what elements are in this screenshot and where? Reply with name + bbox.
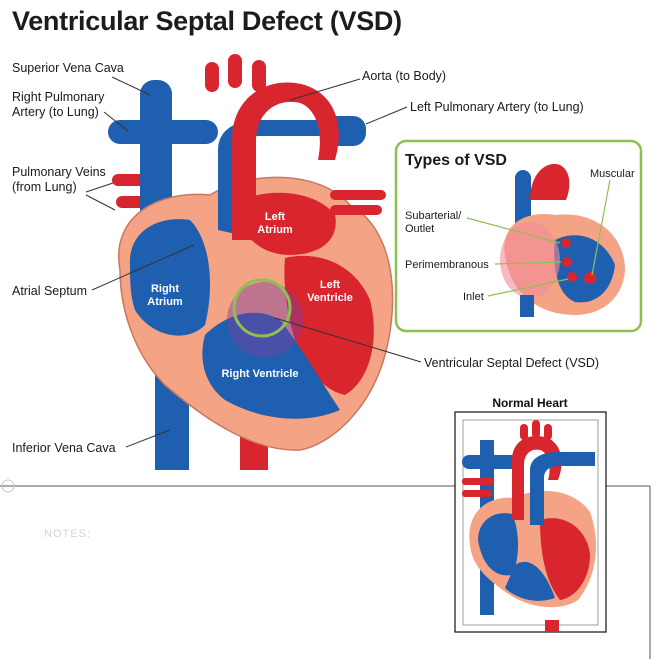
normal-right-atrium [478, 513, 518, 576]
label-right-pulmonary-artery-2: Artery (to Lung) [12, 105, 99, 119]
label-vsd: Ventricular Septal Defect (VSD) [424, 356, 599, 370]
aortic-branch-1 [205, 62, 219, 92]
type-label-subarterial-2: Outlet [405, 223, 434, 235]
normal-aortic-branch-3 [544, 424, 552, 440]
main-heart: Left Atrium Right Atrium Left Ventricle … [108, 54, 394, 470]
type-label-inlet: Inlet [463, 291, 484, 303]
notes-label: NOTES: [44, 528, 91, 540]
aorta-arch-vessel [232, 82, 339, 241]
normal-heart-inner-frame [462, 419, 599, 626]
right-atrium-label-2: Atrium [147, 296, 183, 308]
pulmonary-vein-right-2 [330, 205, 382, 215]
mini-defect-subarterial [561, 238, 571, 248]
leader-muscular [591, 179, 611, 276]
left-atrium-label-2: Atrium [257, 224, 293, 236]
right-atrium-chamber [129, 219, 210, 336]
leader-perimembranous [494, 261, 562, 265]
mini-ventricle [554, 235, 615, 303]
label-aorta: Aorta (to Body) [362, 69, 446, 83]
normal-left-ventricle [540, 518, 590, 600]
leader-vsd [274, 317, 422, 363]
right-ventricle-chamber [202, 312, 340, 419]
vsd-highlight-circle [232, 278, 292, 338]
type-label-subarterial-1: Subarterial/ [405, 210, 462, 222]
leader-inlet [487, 278, 569, 297]
label-superior-vena-cava: Superior Vena Cava [12, 61, 124, 75]
leader-right-pulmonary-artery [103, 111, 129, 132]
types-box-title: Types of VSD [405, 152, 507, 169]
normal-heart-inset [454, 411, 607, 633]
mini-defect-inlet [567, 272, 577, 282]
aortic-branch-3 [252, 60, 266, 92]
mini-highlight-region [500, 222, 560, 298]
pulmonary-vein-right-1 [330, 190, 386, 200]
normal-aortic-branch-1 [520, 424, 528, 440]
type-label-perimembranous: Perimembranous [405, 259, 489, 271]
left-ventricle-label-1: Left [320, 279, 341, 291]
normal-pulmonary-vein-1 [462, 478, 494, 485]
label-left-pulmonary-artery: Left Pulmonary Artery (to Lung) [410, 100, 584, 114]
mini-defect-perimembranous [562, 257, 572, 267]
normal-descending-aorta [545, 620, 559, 632]
normal-pulmonary-vein-2 [462, 490, 492, 497]
leader-left-pulmonary-artery [365, 106, 408, 125]
right-atrium-label-1: Right [151, 283, 179, 295]
mini-aorta [530, 164, 570, 200]
normal-right-ventricle [505, 561, 555, 601]
leader-inferior-vena-cava [125, 429, 171, 448]
label-pulmonary-veins-2: (from Lung) [12, 180, 77, 194]
label-right-pulmonary-artery-1: Right Pulmonary [12, 90, 105, 104]
leader-subarterial [466, 217, 561, 244]
label-atrial-septum: Atrial Septum [12, 284, 87, 298]
leader-pulmonary-veins-2 [85, 194, 116, 211]
mini-ivc [520, 295, 534, 317]
mini-defect-muscular [584, 272, 596, 284]
left-atrium-label-1: Left [265, 211, 286, 223]
normal-aortic-branch-2 [532, 420, 540, 438]
label-inferior-vena-cava: Inferior Vena Cava [12, 441, 116, 455]
leader-aorta [289, 78, 361, 101]
normal-heart-title: Normal Heart [492, 396, 568, 410]
type-label-muscular: Muscular [590, 168, 635, 180]
separator-marker [1, 479, 15, 493]
right-ventricle-label: Right Ventricle [221, 368, 298, 380]
leader-superior-vena-cava [111, 76, 151, 96]
normal-right-pulmonary-artery [462, 455, 522, 469]
aortic-branch-2 [228, 54, 242, 88]
vsd-mixing-region [227, 282, 303, 358]
types-of-vsd-panel: Types of VSD Muscular Subarterial/ Outle… [394, 139, 643, 333]
leader-atrial-septum [91, 244, 195, 291]
callout-lines [85, 76, 422, 448]
page-title: Ventricular Septal Defect (VSD) [12, 6, 402, 36]
left-atrium-chamber [240, 192, 336, 255]
normal-pulmonary-trunk [530, 452, 595, 525]
left-ventricle-label-2: Ventricle [307, 292, 353, 304]
page-separator [0, 479, 651, 659]
label-pulmonary-veins-1: Pulmonary Veins [12, 165, 106, 179]
types-leaders [466, 179, 611, 297]
leader-pulmonary-veins-1 [85, 182, 114, 193]
